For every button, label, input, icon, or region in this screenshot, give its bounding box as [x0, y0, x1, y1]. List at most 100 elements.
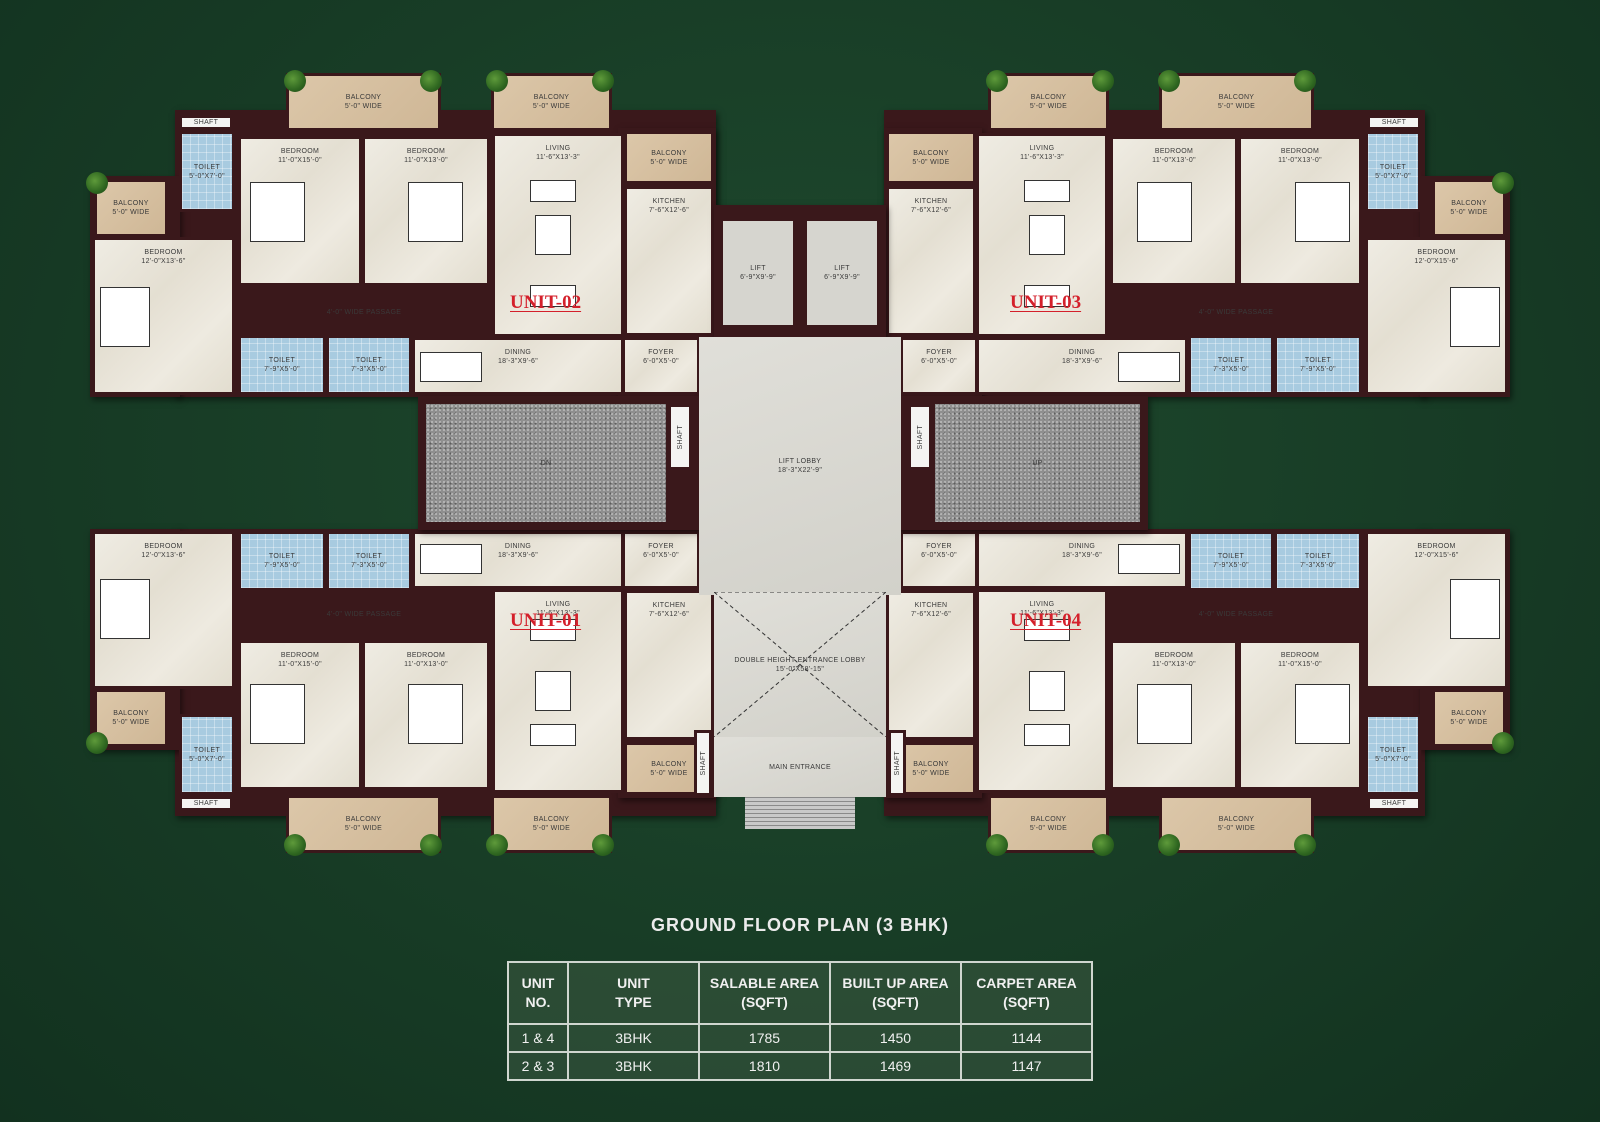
- furniture-icon: [1137, 684, 1192, 744]
- plant-icon: [1294, 70, 1316, 92]
- unit-label: UNIT-03: [1010, 292, 1082, 313]
- room-name: 4'-0" WIDE PASSAGE: [326, 308, 402, 316]
- room-dimensions: 6'-0"X5'-0": [921, 552, 957, 559]
- unit-03-balcony: BALCONY 5'-0" WIDE: [1159, 73, 1314, 131]
- cell: 1 & 4: [507, 1023, 569, 1053]
- furniture-icon: [408, 684, 463, 744]
- room-dimensions: 5'-0" WIDE: [1217, 825, 1256, 832]
- entrance-steps: [745, 797, 855, 829]
- furniture-icon: [1137, 182, 1192, 242]
- room-name: TOILET: [1379, 163, 1407, 171]
- room-name: BEDROOM: [1280, 148, 1320, 155]
- unit-04-balcony: BALCONY 5'-0" WIDE: [1159, 795, 1314, 853]
- room-dimensions: 11'-0"X13'-0": [1152, 661, 1196, 668]
- furniture-icon: [535, 671, 571, 711]
- room-name: BALCONY: [533, 816, 570, 823]
- plant-icon: [86, 172, 108, 194]
- room-dimensions: 5'-0" WIDE: [650, 769, 688, 777]
- room-name: FOYER: [926, 543, 952, 550]
- cell: 1147: [960, 1051, 1093, 1081]
- shaft-bottom-left: SHAFT: [694, 730, 712, 796]
- unit-label: UNIT-01: [510, 610, 582, 631]
- room-dimensions: 11'-0"X15'-0": [1278, 661, 1322, 668]
- room-name: FOYER: [648, 543, 674, 550]
- plan-title: GROUND FLOOR PLAN (3 BHK): [651, 915, 949, 935]
- room-name: TOILET: [193, 746, 221, 754]
- room-dimensions: 7'-9"X5'-0": [1300, 366, 1336, 373]
- room-name: BALCONY: [533, 94, 570, 101]
- room-name: TOILET: [268, 357, 296, 364]
- cell: 1469: [829, 1051, 962, 1081]
- room-dimensions: 6'-9"X9'-9": [740, 274, 776, 281]
- room-name: TOILET: [355, 553, 383, 560]
- unit-04-kitchen: KITCHEN 7'-6"X12'-6": [886, 590, 976, 740]
- unit-02-shaft: SHAFT: [179, 115, 233, 130]
- unit-01-balcony: BALCONY 5'-0" WIDE: [491, 795, 612, 853]
- room-name: TOILET: [355, 357, 383, 364]
- room-dimensions: 6'-0"X5'-0": [643, 552, 679, 559]
- room-name: SHAFT: [916, 424, 924, 450]
- room-name: FOYER: [926, 349, 952, 356]
- room-dimensions: 7'-3"X5'-0": [351, 366, 387, 373]
- room-dimensions: 5'-0" WIDE: [912, 769, 950, 777]
- room-name: KITCHEN: [914, 602, 948, 609]
- furniture-icon: [420, 352, 482, 382]
- room-dimensions: 5'-0" WIDE: [1450, 209, 1488, 216]
- room-dimensions: 11'-6"X13'-3": [536, 154, 580, 161]
- room-dimensions: 18'-3"X9'-6": [1061, 358, 1103, 365]
- room-name: 4'-0" WIDE PASSAGE: [326, 610, 402, 618]
- shaft-bottom-right: SHAFT: [888, 730, 906, 796]
- room-name: SHAFT: [1381, 800, 1407, 807]
- unit-04-shaft: SHAFT: [1367, 796, 1421, 811]
- shaft-left: SHAFT: [668, 404, 692, 470]
- room-name: SHAFT: [893, 750, 901, 776]
- cell: 1450: [829, 1023, 962, 1053]
- unit-03-wide-passage: 4'-0" WIDE PASSAGE: [1107, 289, 1365, 335]
- room-name: DN: [540, 459, 552, 467]
- room-name: BEDROOM: [280, 652, 320, 659]
- room-dimensions: 5'-0" WIDE: [1450, 719, 1488, 726]
- room-name: KITCHEN: [652, 602, 686, 609]
- room-dimensions: 11'-0"X15'-0": [278, 157, 322, 164]
- room-dimensions: 5'-0" WIDE: [1217, 103, 1256, 110]
- room-name: KITCHEN: [914, 198, 948, 205]
- room-dimensions: 11'-6"X13'-3": [1020, 610, 1064, 617]
- unit-04-foyer: FOYER 6'-0"X5'-0": [900, 531, 978, 589]
- plant-icon: [1492, 172, 1514, 194]
- room-name: SHAFT: [193, 119, 219, 126]
- furniture-icon: [408, 182, 463, 242]
- unit-02-toilet: TOILET 7'-3"X5'-0": [326, 335, 412, 395]
- room-dimensions: 5'-0" WIDE: [1029, 103, 1068, 110]
- plant-icon: [592, 70, 614, 92]
- header-built-up-area: BUILT UP AREA(SQFT): [829, 961, 962, 1025]
- room-name: 4'-0" WIDE PASSAGE: [1198, 610, 1274, 618]
- furniture-icon: [1295, 182, 1350, 242]
- plant-icon: [1158, 834, 1180, 856]
- room-name: LIVING: [1029, 145, 1055, 152]
- room-dimensions: 5'-0" WIDE: [532, 825, 571, 832]
- room-name: BEDROOM: [1154, 652, 1194, 659]
- room-name: BEDROOM: [406, 652, 446, 659]
- room-name: BALCONY: [1218, 816, 1255, 823]
- room-dimensions: 18'-3"X22'-9": [777, 467, 823, 474]
- room-dimensions: 12'-0"X15'-6": [1414, 552, 1459, 559]
- room-dimensions: 5'-0"X7'-0": [1375, 172, 1411, 180]
- room-dimensions: 5'-0" WIDE: [650, 158, 688, 166]
- room-name: BALCONY: [1451, 200, 1487, 207]
- room-dimensions: 7'-6"X12'-6": [910, 611, 952, 618]
- room-name: KITCHEN: [652, 198, 686, 205]
- furniture-icon: [1024, 724, 1070, 746]
- header-salable-area: SALABLE AREA(SQFT): [698, 961, 831, 1025]
- room-name: BALCONY: [1218, 94, 1255, 101]
- cell: 3BHK: [567, 1051, 700, 1081]
